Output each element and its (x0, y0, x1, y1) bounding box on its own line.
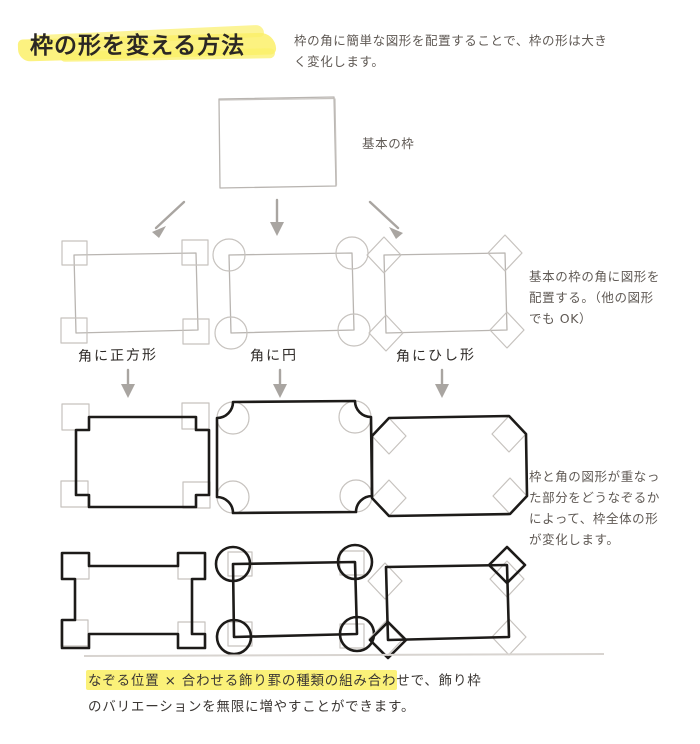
frame-with-corner-squares (60, 239, 210, 345)
footer-highlight (86, 670, 397, 690)
traced-frame-full-circles (214, 543, 376, 656)
traced-frame-two-diamonds (367, 545, 527, 660)
arrow-down-right-mid (435, 368, 449, 398)
note-corner-placement: 基本の枠の角に図形を 配置する。（他の図形 でも OK） (529, 269, 661, 326)
label-basic-frame: 基本の枠 (362, 136, 415, 151)
frame-with-corner-circles (212, 236, 371, 350)
arrow-down-center-top (270, 198, 284, 236)
traced-frame-rounded (215, 399, 374, 515)
traced-frame-outset-squares (60, 551, 207, 650)
arrow-down-center-mid (273, 368, 287, 398)
lead-paragraph: 枠の角に簡単な図形を配置することで、枠の形は大き く変化します。 (294, 33, 608, 69)
footer-text: なぞる位置 × 合わせる飾り罫の種類の組み合わせで、飾り枠 のバリエーションを無… (88, 673, 482, 715)
page-title: 枠の形を変える方法 (30, 33, 246, 59)
arrow-down-left-mid (121, 368, 135, 398)
basic-frame (218, 96, 338, 189)
footer-divider (83, 653, 605, 657)
arrow-diagonal-left (152, 200, 186, 238)
traced-frame-notched (60, 402, 211, 509)
note-overlap-trace: 枠と角の図形が重なっ た部分をどうなぞるか によって、枠全体の形 が変化します。 (529, 469, 661, 547)
traced-frame-octagon (370, 414, 529, 518)
frame-with-corner-diamonds (366, 234, 525, 352)
arrow-diagonal-right (368, 200, 403, 239)
